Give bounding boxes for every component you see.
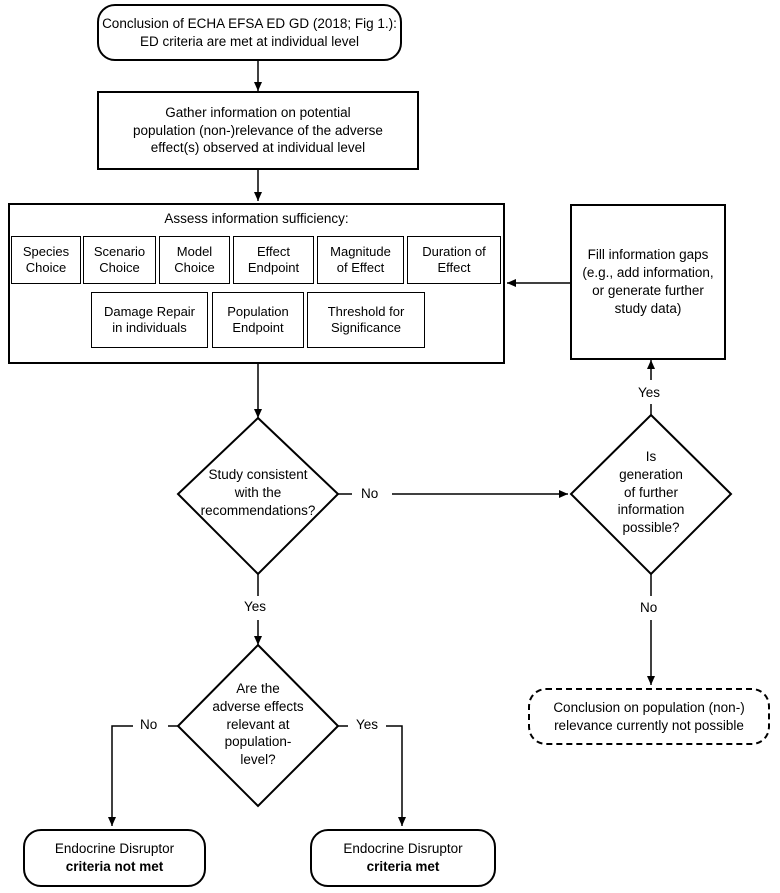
assess-item-8-line1: Threshold for xyxy=(327,303,405,319)
assess-item-6-line1: Damage Repair xyxy=(103,303,196,319)
edge-label-relevant-no: No xyxy=(140,717,158,732)
conclusion-echa-line2: ED criteria are met at individual level xyxy=(139,33,360,49)
assess-item-5-line2: Effect xyxy=(437,260,471,275)
assess-item-3-line2: Endpoint xyxy=(247,260,300,275)
gather-info-line2: population (non-)relevance of the advers… xyxy=(133,122,383,138)
assess-item-1-line2: Choice xyxy=(99,260,140,275)
relevant-population-line4: population- xyxy=(224,734,292,750)
assess-item-7-line2: Endpoint xyxy=(232,320,284,335)
edge-label-study-no: No xyxy=(361,486,379,501)
fill-gaps-line2: (e.g., add information, xyxy=(582,265,714,281)
study-consistent-line1: Study consistent xyxy=(208,467,308,482)
edge-label-generation-yes: Yes xyxy=(638,385,661,400)
assess-item-7-line1: Population xyxy=(227,303,289,319)
ed-not-met-box: Endocrine Disruptor criteria not met xyxy=(23,829,206,887)
relevant-population-line1: Are the xyxy=(236,681,280,696)
generation-possible-line1: Is xyxy=(645,449,657,464)
relevant-population-line3: relevant at xyxy=(226,716,290,732)
fill-gaps-line4: study data) xyxy=(614,300,682,316)
decision-generation-possible-diamond xyxy=(569,413,733,576)
ed-met-box: Endocrine Disruptor criteria met xyxy=(310,829,496,887)
ed-met-line2: criteria met xyxy=(366,859,440,874)
edge-label-generation-no: No xyxy=(640,600,658,615)
assess-item-3-line1: Effect xyxy=(256,243,290,259)
not-possible-line1: Conclusion on population (non-) xyxy=(553,699,745,715)
assess-item-0-line1: Species xyxy=(22,243,70,259)
assess-item-8-line2: Significance xyxy=(330,320,402,335)
fill-gaps-box: Fill information gaps (e.g., add informa… xyxy=(570,204,726,360)
study-consistent-text: Study consistent with the recommendation… xyxy=(183,466,333,519)
decision-study-consistent-diamond xyxy=(176,416,340,576)
generation-possible-text: Is generation of further information pos… xyxy=(596,448,706,537)
fill-gaps-line3: or generate further xyxy=(592,283,704,298)
generation-possible-line2: generation xyxy=(619,466,683,482)
assess-item-4-line1: Magnitude xyxy=(330,243,391,259)
study-consistent-line2: with the xyxy=(234,484,282,500)
conclusion-echa-line1: Conclusion of ECHA EFSA ED GD (2018; Fig… xyxy=(102,15,397,31)
generation-possible-line4: information xyxy=(617,502,685,518)
assess-item-5-line1: Duration of xyxy=(422,243,486,259)
generation-possible-line5: possible? xyxy=(622,520,680,536)
relevant-population-line2: adverse effects xyxy=(212,698,304,714)
gather-info-line1: Gather information on potential xyxy=(165,104,351,120)
generation-possible-line3: of further xyxy=(623,484,679,500)
assess-item-2-line1: Model xyxy=(176,243,213,259)
decision-relevant-population-diamond xyxy=(176,643,340,808)
not-possible-box: Conclusion on population (non-) relevanc… xyxy=(528,688,770,745)
fill-gaps-line1: Fill information gaps xyxy=(587,247,709,263)
arrow-relevant-no-b xyxy=(108,725,133,826)
edge-label-relevant-yes: Yes xyxy=(356,717,379,732)
ed-not-met-line2: criteria not met xyxy=(65,859,164,874)
assess-item-2-line2: Choice xyxy=(174,260,215,275)
edge-label-study-yes: Yes xyxy=(244,599,267,614)
not-possible-line2: relevance currently not possible xyxy=(554,717,744,733)
ed-met-line1: Endocrine Disruptor xyxy=(343,841,463,857)
conclusion-echa-box: Conclusion of ECHA EFSA ED GD (2018; Fig… xyxy=(97,4,402,61)
gather-info-line3: effect(s) observed at individual level xyxy=(150,140,366,156)
assess-item-6-line2: in individuals xyxy=(112,320,187,335)
relevant-population-text: Are the adverse effects relevant at popu… xyxy=(198,680,318,769)
assess-item-1-line1: Scenario xyxy=(93,243,146,259)
gather-info-box: Gather information on potential populati… xyxy=(97,91,419,170)
assess-title: Assess information sufficiency: xyxy=(164,211,349,226)
assess-item-0-line2: Choice xyxy=(25,260,67,275)
arrow-relevant-yes-b xyxy=(386,725,406,826)
ed-not-met-line1: Endocrine Disruptor xyxy=(54,841,175,857)
study-consistent-line3: recommendations? xyxy=(200,502,316,518)
relevant-population-line5: level? xyxy=(240,752,276,768)
assess-item-4-line2: of Effect xyxy=(336,260,385,275)
